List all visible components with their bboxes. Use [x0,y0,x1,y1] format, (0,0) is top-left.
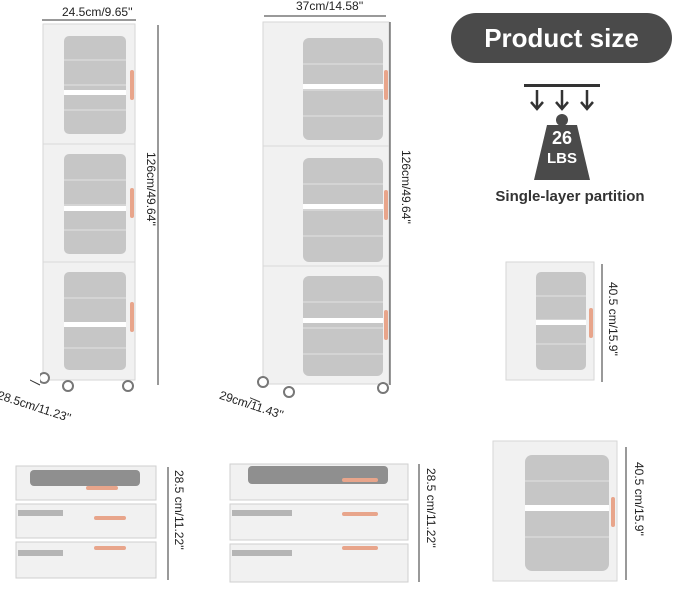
single-box-dimension-line [601,264,603,382]
single-box-height: 40.5 cm/15.9'' [606,282,620,356]
small-cabinet-image [40,23,136,392]
large-cabinet-height: 126cm/49.64'' [399,150,413,224]
large-cabinet-width: 37cm/14.58'' [296,0,364,13]
single-box-image [505,261,595,381]
folded-large-image [229,463,409,583]
folded-large-dimension-line [418,464,420,582]
single-box-front-dimension-line [625,447,627,580]
partition-caption: Single-layer partition [495,188,645,205]
single-box-front-image [492,440,618,582]
product-size-badge: Product size [451,13,672,63]
large-cabinet-dimension-lines [250,15,391,403]
folded-small-image [15,465,157,579]
product-size-title: Product size [484,22,639,53]
single-box-front-height: 40.5 cm/15.9'' [632,462,646,536]
large-cabinet-image [257,21,390,398]
small-cabinet-dimension-lines [30,19,159,386]
weight-unit: LBS [547,150,577,167]
folded-large-height: 28.5 cm/11.22'' [424,468,438,548]
folded-small-dimension-line [167,467,169,580]
weight-value: 26 [551,128,573,148]
folded-small-height: 28.5 cm/11.22'' [172,470,186,550]
small-cabinet-width: 24.5cm/9.65'' [62,5,133,19]
weight-icon [524,84,600,180]
small-cabinet-height: 126cm/49.64'' [144,152,158,226]
